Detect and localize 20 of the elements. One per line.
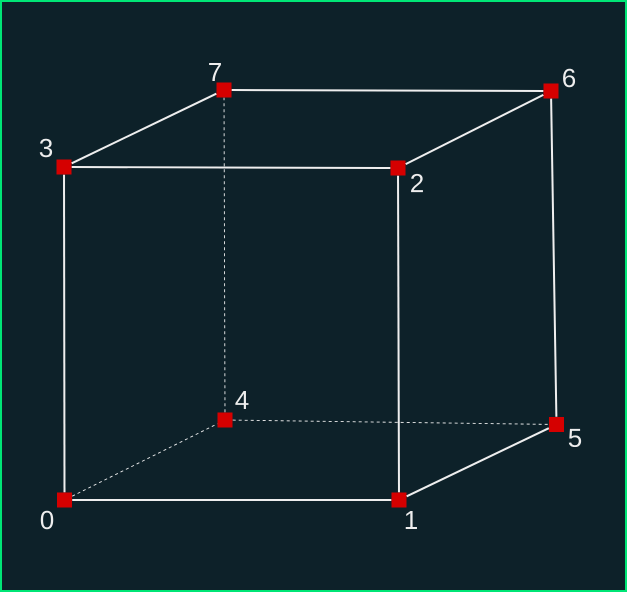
vertex-number: 1: [406, 511, 417, 529]
cube-edge: [550, 98, 558, 417]
cube-edge: [63, 174, 66, 492]
cube-edge: [72, 423, 218, 497]
vertex-number: 4: [235, 391, 248, 409]
vertex-number: 0: [40, 510, 54, 530]
vertex-number: 2: [411, 174, 423, 192]
cube-edge: [72, 166, 390, 169]
vertex-number: 7: [209, 63, 221, 81]
cube-edge: [224, 97, 226, 413]
vertex-number: 3: [40, 138, 52, 158]
cube-edge: [405, 94, 544, 166]
cube-edge: [72, 499, 392, 501]
cube-edge: [232, 420, 550, 425]
vertex-number: 5: [568, 428, 582, 448]
vertex-number: 6: [563, 68, 576, 88]
cube-edge: [397, 176, 400, 492]
cube-edge: [406, 427, 550, 498]
cube-edge: [71, 92, 217, 164]
cube-edge: [232, 89, 544, 92]
